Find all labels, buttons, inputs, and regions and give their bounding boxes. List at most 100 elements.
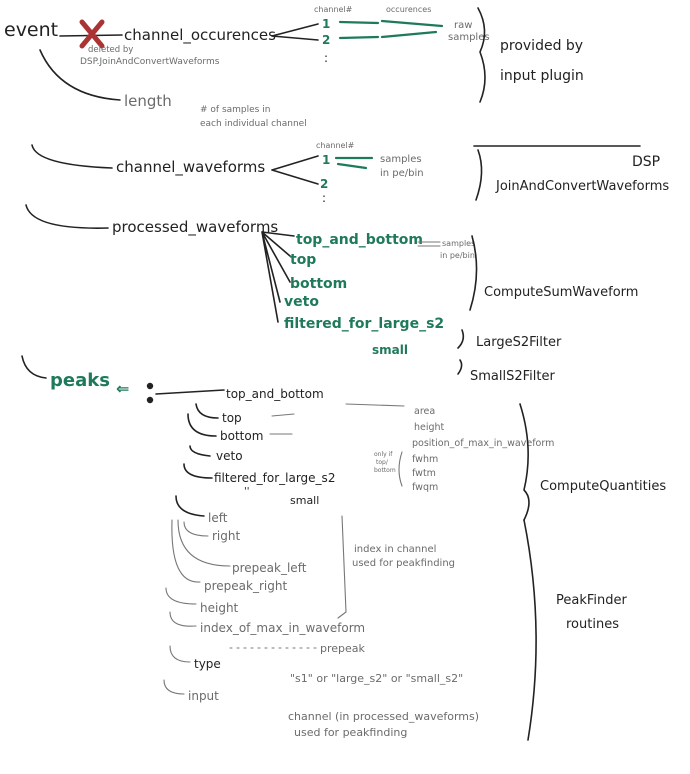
large-filter-label: LargeS2Filter (476, 335, 562, 350)
peak-finder-line1: PeakFinder (556, 593, 628, 608)
index-note-line1: index in channel (354, 544, 436, 555)
channel-header-1: channel# (314, 5, 353, 14)
peaks-channel-top-and-bottom: top_and_bottom (226, 387, 324, 401)
quantity-position-of-max: position_of_max_in_waveform (412, 438, 554, 449)
peaks-label: peaks (50, 370, 110, 391)
length-note-line2: each individual channel (200, 119, 307, 129)
field-index-of-max: index_of_max_in_waveform (200, 621, 365, 635)
peak-finder-brace (523, 519, 537, 741)
dsp-samples-line2: in pe/bin (380, 168, 424, 179)
occurences-green-strokes (338, 19, 444, 40)
join-convert-label: JoinAndConvertWaveforms (495, 179, 669, 194)
field-right-line (183, 521, 209, 537)
occurences-header: occurences (386, 5, 431, 14)
field-prepeak-left-line (177, 519, 231, 567)
length-note-line1: # of samples in (200, 105, 270, 115)
event-ch1-label: 1 (322, 17, 330, 31)
processed-waveforms-label: processed_waveforms (112, 218, 278, 237)
field-input: input (188, 689, 219, 703)
dsp-brace (475, 149, 483, 201)
field-height-line (165, 587, 197, 605)
only-note-brace (398, 451, 403, 487)
field-left: left (208, 511, 228, 525)
field-input-line (163, 679, 185, 695)
type-values: "s1" or "large_s2" or "small_s2" (290, 672, 463, 685)
provided-by-line1: provided by (500, 38, 583, 54)
event-to-length-line (39, 49, 121, 101)
dsp-ch2-label: 2 (320, 177, 328, 191)
provided-brace (477, 7, 486, 103)
field-prepeak-right-line (171, 519, 201, 583)
quantity-fwtm: fwtm (412, 468, 436, 479)
processed-samples-line2: in pe/bin (440, 251, 475, 260)
peaks-dot-icon-2 (146, 396, 154, 404)
quantity-fwhm: fwhm (412, 454, 438, 465)
processed-samples-line1: samples (442, 239, 475, 248)
processed-item-top-and-bottom: top_and_bottom (296, 232, 423, 248)
field-index-line (169, 611, 197, 627)
channel-waveforms-label: channel_waveforms (116, 158, 265, 177)
large-filter-brace (457, 329, 465, 349)
channel-waveforms-green-strokes (334, 156, 374, 170)
quantity-fwqm: fwqm (412, 482, 438, 493)
event-dots-1: : (324, 51, 328, 65)
peaks-channel-top-line (195, 403, 219, 419)
raw-samples-line2: samples (448, 32, 490, 43)
quantity-area: area (414, 406, 435, 417)
deleted-note-line1: deleted by (88, 45, 133, 55)
small-filter-brace (457, 359, 463, 375)
compute-sum-label: ComputeSumWaveform (484, 285, 638, 300)
field-prepeak: prepeak (320, 642, 366, 655)
raw-samples-line1: raw (454, 20, 472, 31)
deleted-cross-icon (79, 19, 105, 49)
field-right: right (212, 529, 240, 543)
processed-item-small: small (372, 343, 408, 357)
processed-fork-lines (261, 231, 295, 323)
dsp-samples-line1: samples (380, 154, 422, 165)
field-prepeak-right: prepeak_right (204, 579, 287, 593)
peaks-channel-bottom: bottom (220, 429, 263, 443)
dsp-branch-line (31, 144, 113, 169)
peaks-channel-veto-line (189, 445, 211, 457)
field-height: height (200, 601, 239, 615)
processed-samples-strokes (417, 241, 441, 247)
processed-item-veto: veto (284, 294, 319, 310)
peaks-channel-filtered: filtered_for_large_s2 (214, 471, 335, 485)
field-prepeak-left: prepeak_left (232, 561, 307, 575)
compute-quantities-label: ComputeQuantities (540, 479, 666, 494)
channel-header-2: channel# (316, 141, 355, 150)
peaks-branch-line (21, 355, 47, 379)
only-note-line2: top/ (376, 459, 389, 466)
only-note-line3: bottom (374, 467, 396, 474)
channel-waveforms-fork (271, 155, 319, 185)
peaks-to-channels-line (155, 389, 225, 395)
field-type: type (194, 657, 221, 671)
peaks-arrow-icon: ⇐ (116, 379, 129, 398)
quantities-link-line (345, 403, 405, 407)
field-type-line (169, 645, 191, 663)
peaks-channel-filtered-line (183, 463, 213, 479)
processed-item-filtered: filtered_for_large_s2 (284, 316, 444, 332)
field-left-line (175, 495, 205, 517)
peaks-channel-top: top (222, 411, 242, 425)
length-label: length (124, 92, 172, 110)
channel-occurences-label: channel_occurences (124, 26, 276, 45)
index-note-line2: used for peakfinding (352, 558, 455, 569)
peaks-channel-small: small (290, 494, 319, 507)
peaks-channel-veto: veto (216, 449, 243, 463)
dsp-ch1-label: 1 (322, 153, 330, 167)
only-note-line1: only if (374, 451, 393, 458)
processed-branch-line (25, 204, 109, 229)
peak-finder-line2: routines (566, 617, 619, 632)
peaks-dot-icon (146, 382, 154, 390)
input-note-line1: channel (in processed_waveforms) (288, 710, 479, 723)
occurences-fork-lines (271, 23, 319, 41)
dsp-dots: : (322, 191, 326, 205)
input-note-line2: used for peakfinding (294, 726, 407, 739)
peaks-channel-bottom-line (187, 413, 217, 437)
index-note-link-line (337, 515, 347, 619)
peaks-ditto: '' (244, 486, 250, 497)
peaks-channel-ditto-strokes (269, 413, 295, 435)
event-root-label: event (4, 19, 58, 41)
